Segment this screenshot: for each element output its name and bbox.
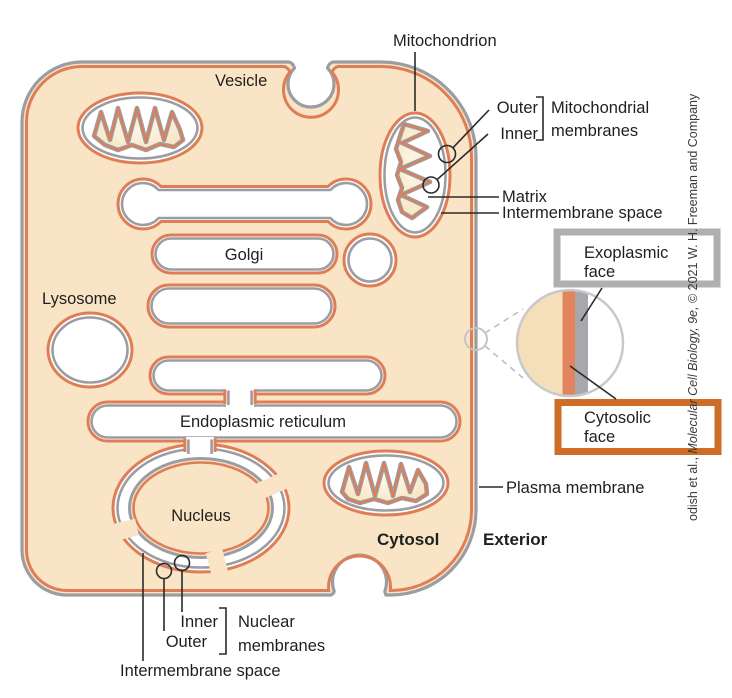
nuclear-pore-gap bbox=[106, 518, 139, 543]
nuclear-membranes-label-line1: Nuclear bbox=[238, 613, 295, 631]
inner-membrane-pointer-line bbox=[436, 133, 489, 181]
cristae-inner-line bbox=[395, 123, 431, 219]
golgi-vesicle bbox=[342, 232, 398, 288]
cytosol-zone bbox=[517, 290, 563, 396]
mitochondrial-membranes-label-line1: Mitochondrial bbox=[551, 99, 649, 117]
nuclear-pore-gap bbox=[205, 548, 231, 585]
outer-nuclear-membrane-label: Outer bbox=[166, 633, 208, 651]
dumbbell-outer bbox=[116, 177, 373, 231]
outer-membrane-pointer-line bbox=[452, 109, 490, 149]
dumbbell-inner bbox=[120, 181, 369, 227]
nuclear-membranes-label-line2: membranes bbox=[238, 637, 325, 655]
exoplasmic-face-box bbox=[553, 228, 721, 288]
exoplasmic-leaflet-stripe bbox=[575, 290, 588, 396]
mitochondrion-top-right bbox=[378, 111, 452, 239]
nuclear-pore-gap bbox=[254, 469, 296, 500]
cytosolic-pointer-line bbox=[569, 365, 617, 400]
pointer-lines bbox=[142, 52, 544, 661]
magnifier-circle-border bbox=[515, 288, 625, 398]
mitochondrial-membranes-bracket bbox=[536, 96, 544, 141]
lysosome bbox=[46, 311, 134, 389]
inner-membrane-marker-circle bbox=[422, 176, 440, 194]
exterior-label: Exterior bbox=[483, 530, 548, 549]
inner-nuclear-membrane-label: Inner bbox=[180, 613, 218, 631]
inner-mito-membrane-label: Inner bbox=[500, 125, 538, 143]
nucleus bbox=[106, 442, 296, 585]
credit-suffix: © 2021 W. H. Freeman and Company bbox=[686, 93, 700, 307]
golgi-label: Golgi bbox=[225, 246, 264, 264]
nucleus-label: Nucleus bbox=[171, 507, 231, 525]
nuclear-membranes-bracket bbox=[219, 607, 227, 655]
vesicle-label: Vesicle bbox=[215, 72, 267, 90]
exoplasmic-face-label-line1: Exoplasmic bbox=[584, 244, 668, 262]
credit-book-title: Molecular Cell Biology, 9e, bbox=[686, 307, 700, 454]
cristae-inner-line bbox=[93, 107, 184, 151]
exoplasmic-pointer-line bbox=[580, 287, 603, 322]
lysosome-label: Lysosome bbox=[42, 290, 117, 308]
plasma-membrane-label: Plasma membrane bbox=[506, 479, 644, 497]
cytosolic-face-label-line2: face bbox=[584, 428, 615, 446]
copyright-credit: odish et al., Molecular Cell Biology, 9e… bbox=[686, 93, 700, 521]
er-connection-stubs bbox=[183, 388, 257, 456]
exterior-zone bbox=[588, 290, 623, 396]
mitochondrial-membranes-label-line2: membranes bbox=[551, 122, 638, 140]
intermembrane-space-label-nuclear: Intermembrane space bbox=[120, 662, 281, 680]
outer-mito-membrane-label: Outer bbox=[497, 99, 539, 117]
mitochondrion-bottom-right bbox=[322, 449, 450, 517]
er-cisterna bbox=[148, 355, 387, 396]
outer-membrane-marker-circle bbox=[437, 144, 457, 164]
mitochondrion-top-left bbox=[76, 91, 204, 165]
magnifier-source-circle bbox=[464, 327, 488, 351]
cytosolic-face-label-line1: Cytosolic bbox=[584, 409, 651, 427]
magnifier-dashed-line bbox=[484, 308, 524, 334]
golgi bbox=[146, 233, 339, 329]
credit-prefix: odish et al., bbox=[686, 454, 700, 521]
cytosol-label: Cytosol bbox=[377, 530, 439, 549]
plasma-membrane-inner bbox=[25, 65, 473, 592]
cristae-inner-line bbox=[341, 462, 428, 504]
cytosolic-leaflet-stripe bbox=[562, 290, 575, 396]
endoplasmic-reticulum bbox=[86, 400, 462, 443]
cytosolic-face-box bbox=[554, 399, 722, 455]
exoplasmic-face-label-line2: face bbox=[584, 263, 615, 281]
endoplasmic-reticulum-label: Endoplasmic reticulum bbox=[180, 413, 346, 431]
mitochondrion-label: Mitochondrion bbox=[393, 32, 497, 50]
golgi-cisterna-dumbbell bbox=[116, 177, 373, 231]
magnifier-dashed-line bbox=[484, 345, 524, 379]
matrix-label: Matrix bbox=[502, 188, 548, 206]
intermembrane-space-label-mito: Intermembrane space bbox=[502, 204, 663, 222]
